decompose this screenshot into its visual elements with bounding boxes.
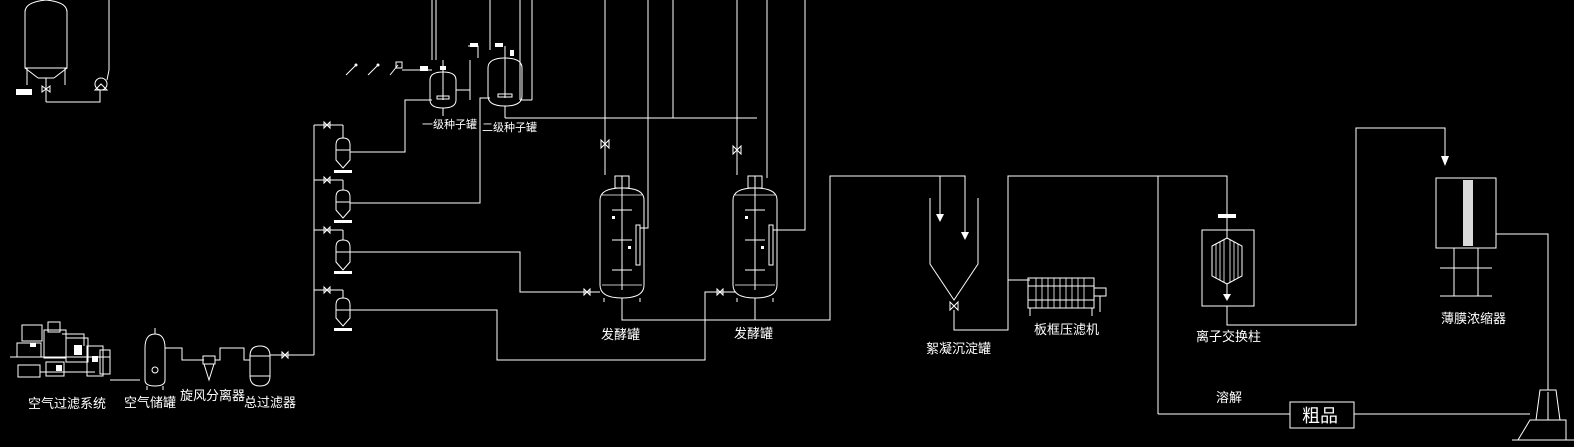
seed-feed-valves (345, 61, 432, 76)
label-seed-tank-2: 二级种子罐 (482, 120, 537, 134)
label-air-filter-system: 空气过滤系统 (28, 396, 106, 412)
ion-exchange-column (1158, 127, 1449, 326)
air-header (313, 120, 343, 355)
label-dissolve: 溶解 (1216, 391, 1242, 406)
sub-filter-2 (334, 97, 490, 223)
label-seed-tank-1: 一级种子罐 (422, 117, 477, 131)
fermenter-2 (621, 0, 940, 321)
label-air-tank: 空气储罐 (124, 395, 176, 411)
flocculation-tank (929, 175, 1158, 331)
crude-product-loop (1157, 176, 1530, 429)
sub-filter-1 (334, 99, 432, 173)
sub-filter-4 (334, 287, 735, 361)
fermenter-1 (599, 0, 649, 306)
label-ion-exchange: 离子交换柱 (1196, 329, 1261, 345)
label-main-filter: 总过滤器 (244, 396, 296, 411)
label-fermenter-1: 发酵罐 (601, 327, 640, 343)
dryer (1512, 389, 1574, 441)
filter-press (1008, 277, 1107, 316)
membrane-concentrator (1435, 177, 1549, 390)
seed-tank-2 (468, 0, 757, 119)
air-filter-system (10, 321, 140, 381)
main-filter (249, 345, 314, 387)
storage-tank (16, 0, 110, 103)
label-membrane-concentrator: 薄膜浓缩器 (1441, 311, 1506, 327)
label-filter-press: 板框压滤机 (1034, 323, 1099, 338)
label-cyclone: 旋风分离器 (180, 388, 245, 404)
cyclone (202, 347, 250, 382)
seed-tank-1 (429, 0, 471, 116)
air-tank (144, 328, 204, 390)
label-flocculation-tank: 絮凝沉淀罐 (926, 341, 991, 357)
label-fermenter-2: 发酵罐 (734, 326, 773, 342)
sub-filter-3 (334, 230, 600, 297)
label-crude-product: 粗品 (1302, 406, 1338, 427)
